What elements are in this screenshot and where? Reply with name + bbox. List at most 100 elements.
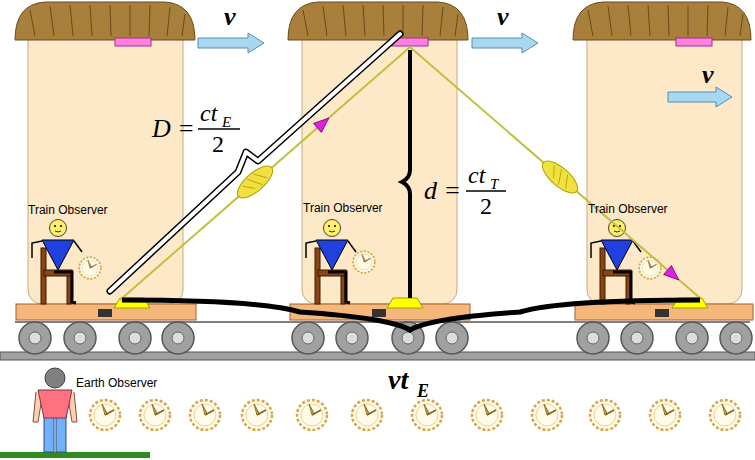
height-brace [402, 50, 410, 298]
wheel [436, 322, 468, 354]
fraction-bar [198, 128, 240, 130]
chassis [575, 304, 753, 320]
observer-label: Train Observer [303, 202, 383, 214]
earth-clock [412, 400, 442, 430]
photon-hatch [546, 164, 573, 190]
train-car-roof [573, 2, 751, 40]
chassis [16, 304, 196, 320]
observer-label: Train Observer [28, 204, 108, 216]
roof-thatch [30, 5, 185, 36]
train-observer-figure [306, 220, 356, 305]
wheel-hub [631, 332, 643, 344]
chassis-box [372, 309, 386, 317]
photon [537, 156, 582, 198]
earth-observer-torso [38, 390, 72, 418]
observer-label: Earth Observer [76, 377, 157, 389]
train-observer-figure [32, 220, 82, 305]
formula-numerator: ct [200, 101, 217, 125]
wheel-hub [172, 332, 184, 344]
earth-clock [140, 400, 170, 430]
velocity-arrow [668, 87, 732, 107]
formula-denominator: 2 [212, 132, 224, 156]
chassis-box [655, 309, 669, 317]
earth-observer-head [45, 368, 65, 388]
wheel [676, 322, 708, 354]
wheel-hub [686, 332, 698, 344]
wheel-hub [74, 332, 86, 344]
roof-thatch [303, 5, 458, 36]
wheel [119, 322, 151, 354]
photon-blob [537, 156, 582, 198]
wheel-hub [302, 332, 314, 344]
observer-label: Train Observer [588, 203, 668, 215]
earth-clock [710, 400, 740, 430]
earth-clock [90, 400, 120, 430]
train-clock [79, 257, 101, 279]
roof-thatch [588, 5, 743, 36]
earth-clock [590, 400, 620, 430]
formula-numerator: ct [468, 163, 485, 187]
earth-clock [472, 400, 502, 430]
bracket [110, 34, 400, 291]
wheel-hub [587, 332, 599, 344]
wheel-hubs [29, 332, 742, 344]
velocity-label: v [224, 4, 236, 30]
wheel-hub [29, 332, 41, 344]
velocity-arrow [198, 33, 264, 53]
formula-subscript: E [222, 115, 231, 130]
mirror [115, 38, 151, 46]
distance-brace [122, 300, 700, 330]
train-car-body [28, 12, 183, 304]
light-source [387, 298, 423, 308]
wheel-hub [346, 332, 358, 344]
velocity-label: v [497, 4, 509, 30]
wheel [621, 322, 653, 354]
photon-hatch [241, 169, 268, 195]
velocity-arrow [472, 33, 538, 53]
train-car-body [587, 12, 742, 304]
train-observer-figure [591, 220, 641, 305]
train-clock [353, 251, 375, 273]
wheels [19, 322, 752, 354]
formula-denominator: 2 [480, 194, 492, 218]
light-arrowhead [314, 114, 333, 133]
train-car-roof [288, 2, 468, 40]
distance-subscript: E [417, 382, 429, 400]
wheel [720, 322, 752, 354]
ground [0, 452, 150, 458]
formula-subscript: T [490, 177, 498, 192]
bracket-outline [110, 34, 400, 291]
formula-lhs: D = [152, 116, 195, 142]
earth-clock [532, 400, 562, 430]
formula-lhs: d = [424, 178, 461, 204]
wheel [19, 322, 51, 354]
earth-clock [297, 400, 327, 430]
distance-label: vt [388, 366, 408, 394]
wheel [64, 322, 96, 354]
wheel-hub [402, 332, 414, 344]
velocity-label: v [702, 62, 714, 88]
chassis-box [98, 309, 112, 317]
fraction-bar [466, 190, 506, 192]
wheel-hub [730, 332, 742, 344]
wheel [162, 322, 194, 354]
wheel [292, 322, 324, 354]
wheel-hub [446, 332, 458, 344]
light-arrowhead [664, 266, 683, 285]
earth-clock [650, 400, 680, 430]
earth-observer-leg [56, 416, 66, 452]
earth-observer-leg [44, 416, 54, 452]
earth-clock [190, 400, 220, 430]
light-path [120, 47, 700, 300]
wheel [336, 322, 368, 354]
photon [232, 161, 277, 203]
earth-clock [242, 400, 272, 430]
train-car-roof [15, 2, 195, 40]
mirror [676, 38, 712, 46]
earth-clock [352, 400, 382, 430]
wheel-hub [129, 332, 141, 344]
photon-blob [232, 161, 277, 203]
